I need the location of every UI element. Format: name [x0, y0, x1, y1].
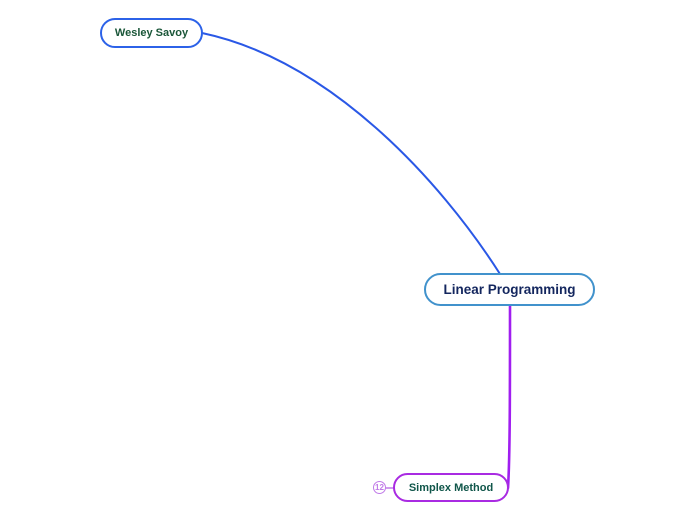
mindmap-node-wesley-savoy[interactable]: Wesley Savoy	[100, 18, 203, 48]
mindmap-node-simplex-method[interactable]: Simplex Method	[393, 473, 509, 502]
node-label: Wesley Savoy	[114, 27, 189, 39]
node-label: Simplex Method	[408, 481, 494, 494]
edge-wesley-to-linear-programming	[201, 32, 501, 275]
mindmap-node-linear-programming[interactable]: Linear Programming	[424, 273, 595, 306]
node-label: Linear Programming	[443, 282, 576, 297]
collapsed-children-count-badge[interactable]: 12	[373, 481, 386, 494]
edge-linear-programming-to-simplex	[506, 304, 512, 490]
